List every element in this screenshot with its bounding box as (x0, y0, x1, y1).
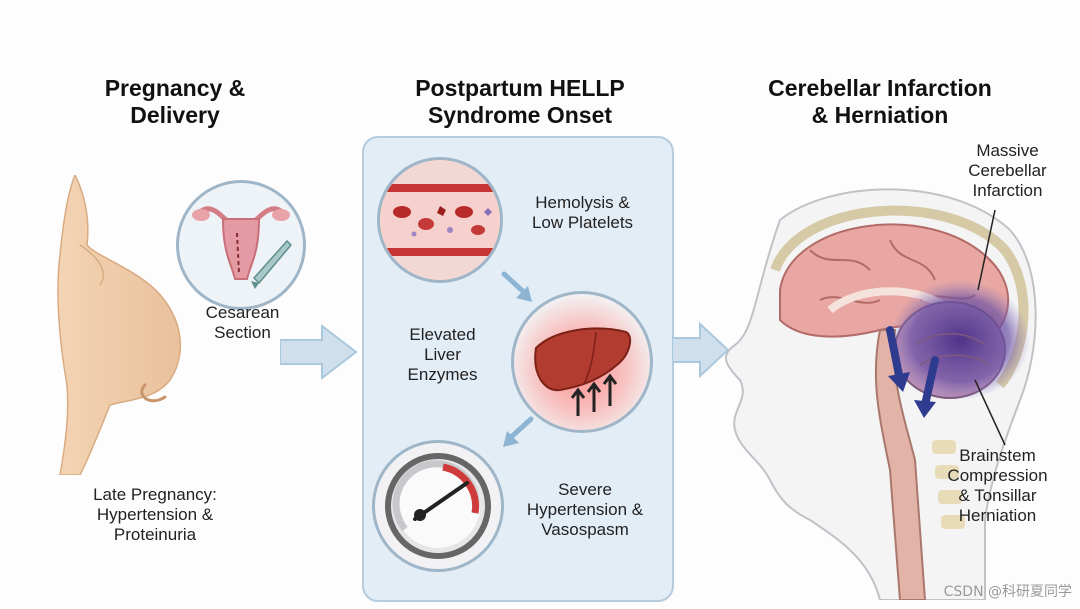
flow-arrow-icon (503, 416, 534, 447)
brainstem-label: Brainstem Compression & Tonsillar Hernia… (947, 446, 1048, 525)
hypertension-label: Severe Hypertension & Vasospasm (526, 480, 644, 539)
gauge-circle (372, 440, 504, 572)
late-pregnancy-label: Late Pregnancy: Hypertension & Proteinur… (93, 485, 217, 544)
hemolysis-label: Hemolysis & Low Platelets (531, 193, 634, 232)
liver-icon (534, 327, 632, 416)
uterus-scalpel-icon (192, 206, 293, 289)
stage-title-pregnancy: Pregnancy & Delivery (104, 75, 246, 128)
gauge-icon (385, 453, 491, 559)
stage-title-hellp: Postpartum HELLP Syndrome Onset (415, 75, 625, 128)
liver-label: Elevated Liver Enzymes (407, 325, 478, 384)
blood-vessel-circle (377, 157, 503, 283)
pregnant-figure-icon (57, 175, 182, 475)
liver-circle (511, 291, 653, 433)
blood-vessel-icon (380, 184, 500, 256)
flow-arrow-icon (501, 271, 532, 302)
brain-sagittal-icon (725, 188, 1037, 600)
flow-arrow-icon (672, 322, 730, 378)
watermark: CSDN @科研夏同学 (943, 584, 1072, 600)
cesarean-label: Cesarean Section (205, 303, 280, 342)
flow-arrow-icon (280, 323, 358, 381)
infarction-label: Massive Cerebellar Infarction (968, 141, 1047, 200)
cesarean-circle (176, 180, 306, 310)
stage-title-cerebellar: Cerebellar Infarction & Herniation (768, 75, 992, 128)
